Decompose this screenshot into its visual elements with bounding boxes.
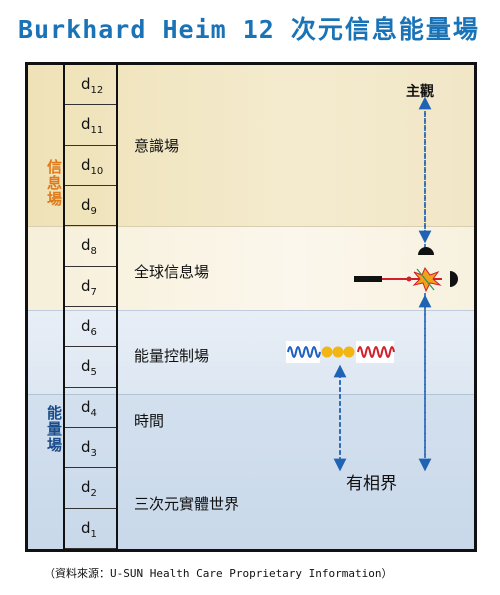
dimension-cell: d12 [65, 65, 116, 106]
band-global-info [28, 226, 474, 311]
measurement-apparatus-icon [354, 247, 458, 293]
dimension-symbol: d [81, 276, 91, 295]
dimension-symbol: d [81, 196, 91, 214]
dimension-cell: d5 [65, 347, 116, 388]
energy-control-field-label: 能量控制場 [134, 347, 210, 365]
dimension-index: 6 [90, 327, 97, 338]
dimension-cell: d2 [65, 468, 116, 509]
dimension-symbol: d [81, 478, 91, 497]
title-cjk: 次元信息能量場 [290, 15, 480, 44]
dimension-index: 10 [90, 165, 104, 177]
consciousness-field-label: 意識場 [134, 137, 180, 155]
dimension-cell: d9 [65, 186, 116, 227]
dimension-cell: d4 [65, 388, 116, 428]
dimension-index: 7 [90, 286, 97, 298]
dimension-cell: d11 [65, 105, 116, 146]
dimension-symbol: d [81, 155, 91, 174]
dimension-index: 4 [90, 407, 97, 419]
dimension-cell: d1 [65, 509, 116, 549]
dimension-index: 1 [90, 528, 97, 540]
dimension-symbol: d [81, 317, 91, 335]
field-group-column: 信息場 能量場 [28, 65, 65, 549]
dimension-symbol: d [81, 438, 91, 456]
dimension-symbol: d [81, 115, 91, 134]
dimension-index: 12 [90, 85, 104, 96]
dimension-symbol: d [81, 397, 91, 416]
dimension-symbol: d [81, 518, 91, 537]
dimension-symbol: d [81, 75, 91, 93]
dimension-cell: d10 [65, 146, 116, 186]
page-title: Burkhard Heim 12 次元信息能量場 [18, 10, 488, 50]
diagram-graphics [286, 96, 458, 472]
global-info-field-label: 全球信息場 [134, 263, 210, 281]
dimension-index: 2 [90, 488, 97, 500]
band-energy-control [28, 310, 474, 395]
dimension-cell: d3 [65, 428, 116, 469]
info-field-label: 信息場 [45, 159, 63, 207]
dimension-symbol: d [81, 236, 91, 255]
dimension-cell: d6 [65, 307, 116, 348]
time-label: 時間 [134, 412, 165, 430]
source-note: （資料來源：U-SUN Health Care Proprietary Info… [44, 567, 393, 580]
relative-realm-label: 有相界 [346, 474, 397, 494]
wave-particle-icon [286, 341, 395, 363]
observer-label: 主觀 [406, 84, 434, 100]
dimension-index: 8 [90, 246, 97, 258]
physical-world-label: 三次元實體世界 [134, 495, 240, 513]
dimension-index: 5 [90, 367, 97, 379]
dimension-index: 9 [90, 206, 97, 217]
energy-field-label: 能量場 [45, 405, 63, 453]
dimension-cell: d8 [65, 226, 116, 267]
dimension-symbol: d [81, 357, 91, 376]
band-physical [28, 394, 474, 549]
title-latin: Burkhard Heim 12 [18, 15, 275, 44]
dimension-index: 3 [90, 448, 97, 459]
dimension-index: 11 [90, 125, 104, 137]
dimension-cell: d7 [65, 267, 116, 307]
